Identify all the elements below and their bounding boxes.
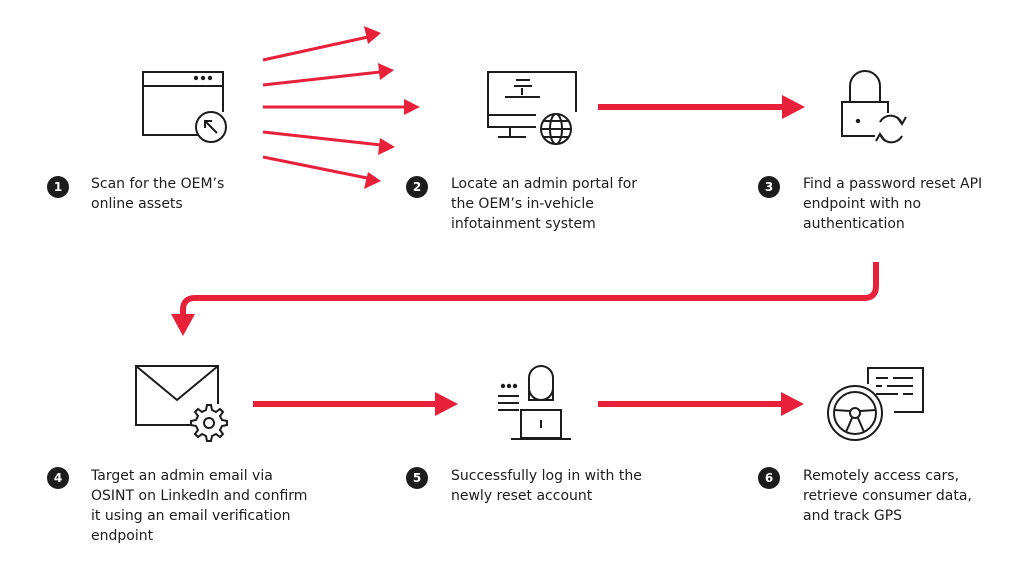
- step-description: Successfully log in with the newly reset…: [451, 468, 642, 504]
- scan-fan-arrows: [262, 26, 420, 189]
- user-laptop-icon: [498, 365, 571, 440]
- step-number-badge: 3: [758, 176, 780, 198]
- padlock-reset-icon: [841, 70, 907, 144]
- step-description: Scan for the OEM’s online assets: [91, 176, 225, 212]
- envelope-gear-icon: [135, 365, 228, 442]
- arrow-step4-to-step5: [253, 392, 458, 416]
- step-number-badge: 1: [47, 176, 69, 198]
- step-description: Find a password reset API endpoint with …: [803, 176, 983, 232]
- step-description: Locate an admin portal for the OEM’s in-…: [451, 176, 638, 232]
- step-number-badge: 5: [406, 467, 428, 489]
- browser-window-cursor-icon: [142, 71, 227, 143]
- arrow-step2-to-step3: [598, 95, 805, 119]
- step-number-badge: 2: [406, 176, 428, 198]
- arrow-step5-to-step6: [598, 392, 804, 416]
- step-description: Remotely access cars, retrieve consumer …: [803, 468, 972, 524]
- step-number-badge: 4: [47, 467, 69, 489]
- step-number-badge: 6: [758, 467, 780, 489]
- steering-wheel-data-icon: [827, 367, 924, 441]
- monitor-globe-icon: [487, 71, 577, 145]
- step-description: Target an admin email via OSINT on Linke…: [91, 468, 308, 544]
- arrow-step3-to-step4: [171, 262, 879, 336]
